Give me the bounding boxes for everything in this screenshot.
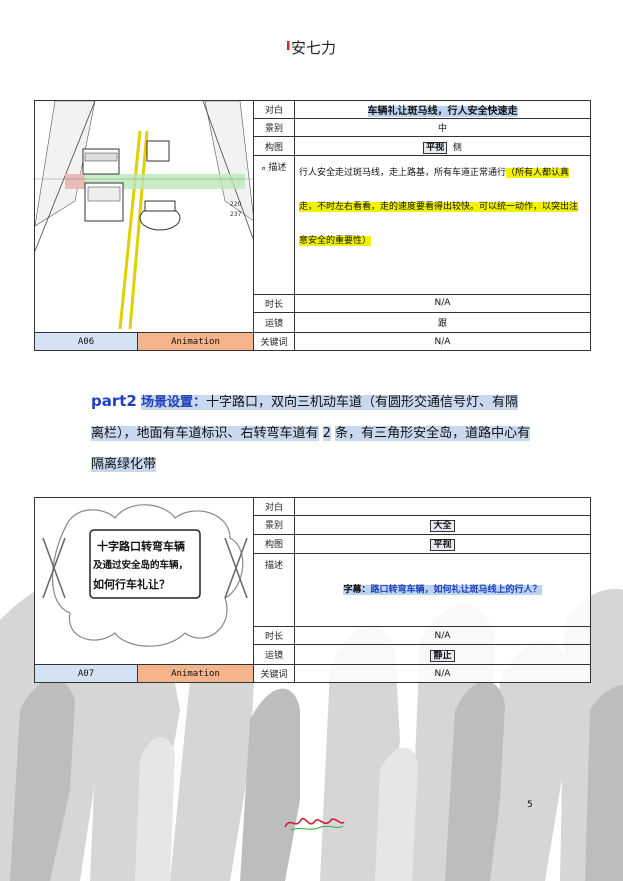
shot2-code: A07 (34, 664, 138, 683)
shot1-keywords: N/A (294, 332, 591, 351)
part2-scene-setting: part2 场景设置：十字路口，双向三机动车道（有圆形交通信号灯、有隔离栏），地… (91, 392, 531, 472)
label-description: ¤ 描述 (253, 154, 295, 295)
shot2-type: Animation (137, 664, 254, 683)
label-dialog-2: 对白 (253, 497, 295, 516)
shot2-duration: N/A (294, 626, 591, 645)
page-number: 5 (527, 800, 533, 810)
background-hands-illustration (0, 582, 623, 881)
label-composition: 构图 (253, 136, 295, 156)
shot-a07-sketch: 十字路口转弯车辆 及通过安全岛的车辆， 如何行车礼让？ (34, 497, 254, 665)
label-scene: 景别 (253, 117, 295, 138)
label-composition-2: 构图 (253, 533, 295, 554)
shot1-duration: N/A (294, 293, 591, 314)
shot2-scene: 大全 (294, 514, 591, 535)
shot2-caption: 字幕：路口转弯车辆，如何礼让斑马线上的行人？ (294, 552, 591, 628)
svg-text:及通过安全岛的车辆，: 及通过安全岛的车辆， (93, 559, 188, 571)
label-duration: 时长 (253, 293, 295, 314)
label-keywords-2: 关键词 (253, 664, 295, 683)
label-keywords: 关键词 (253, 332, 295, 351)
label-description-2: 描述 (253, 552, 295, 628)
shot2-dialog (294, 497, 591, 516)
shot-a06-sketch: 220 237 (34, 100, 254, 333)
footer-signature-logo (284, 817, 345, 831)
shot1-camera: 跟 (294, 312, 591, 333)
shot1-description: 行人安全走过斑马线，走上路基，所有车道正常通行（所有人都认真走，不时左右看看，走… (294, 154, 591, 295)
svg-text:237: 237 (230, 211, 242, 218)
label-duration-2: 时长 (253, 626, 295, 645)
shot1-type: Animation (137, 332, 254, 351)
svg-text:如何行车礼让？: 如何行车礼让？ (93, 577, 170, 591)
storyboard-table-a07: 十字路口转弯车辆 及通过安全岛的车辆， 如何行车礼让？ 对白 景别 大全 构图 … (34, 497, 591, 683)
svg-text:220: 220 (230, 201, 242, 208)
svg-text:安七力: 安七力 (291, 39, 336, 57)
shot1-scene: 中 (294, 117, 591, 138)
brand-logo: 安七力 (287, 39, 336, 57)
shot2-composition: 平视 (294, 533, 591, 554)
shot2-keywords: N/A (294, 664, 591, 683)
label-dialog: 对白 (253, 100, 295, 119)
label-camera: 运镜 (253, 312, 295, 333)
svg-text:十字路口转弯车辆: 十字路口转弯车辆 (97, 539, 185, 553)
label-camera-2: 运镜 (253, 643, 295, 666)
storyboard-table-a06: 220 237 对白 车辆礼让斑马线，行人安全快速走 景别 中 构图 平视 侧 … (34, 100, 591, 351)
shot1-code: A06 (34, 332, 138, 351)
shot1-dialog: 车辆礼让斑马线，行人安全快速走 (294, 100, 591, 119)
label-scene-2: 景别 (253, 514, 295, 535)
shot2-camera: 静止 (294, 643, 591, 666)
shot1-composition: 平视 侧 (294, 136, 591, 156)
